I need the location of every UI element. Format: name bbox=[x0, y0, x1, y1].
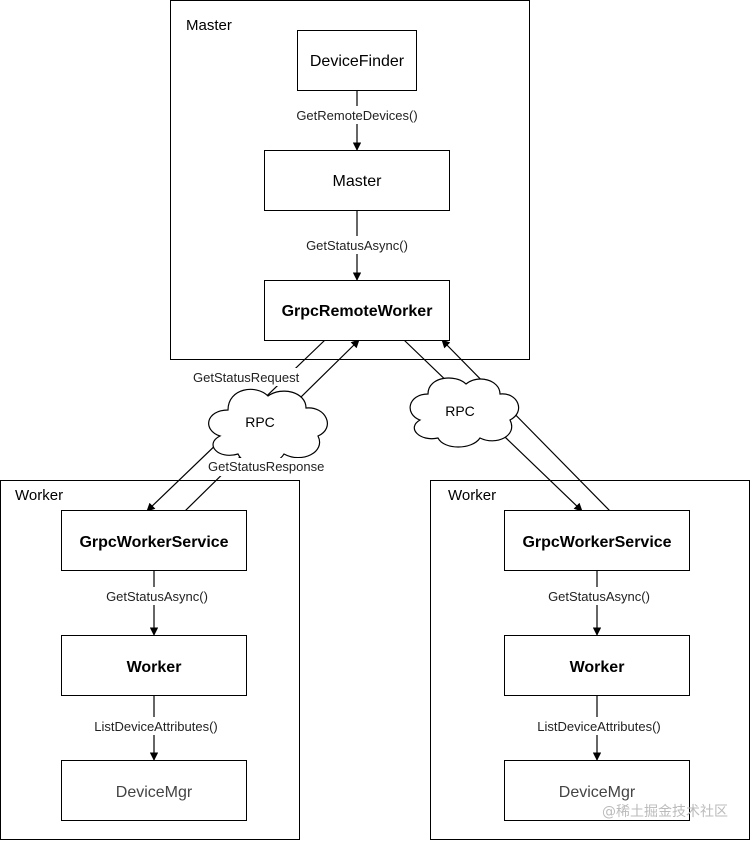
node-grpc-worker-service-right-label: GrpcWorkerService bbox=[522, 534, 671, 551]
edge-label-get-status-request: GetStatusRequest bbox=[193, 370, 300, 385]
node-grpc-worker-service-left: GrpcWorkerService bbox=[61, 510, 247, 571]
node-device-finder: DeviceFinder bbox=[297, 30, 417, 91]
node-device-finder-box bbox=[297, 30, 417, 91]
worker-left-group-title: Worker bbox=[15, 487, 63, 504]
worker-right-group-title: Worker bbox=[448, 487, 496, 504]
node-worker-left-label: Worker bbox=[127, 659, 182, 676]
node-master-box bbox=[264, 150, 450, 211]
node-grpc-worker-service-left-label: GrpcWorkerService bbox=[79, 534, 228, 551]
node-device-finder-label: DeviceFinder bbox=[310, 53, 405, 70]
edge-label-get-status-response: GetStatusResponse bbox=[208, 459, 324, 474]
master-group-title: Master bbox=[186, 17, 232, 34]
node-grpc-worker-service-right-box bbox=[504, 510, 690, 571]
node-master: Master bbox=[264, 150, 450, 211]
rpc-cloud-left-label: RPC bbox=[245, 414, 275, 430]
node-grpc-worker-service-right: GrpcWorkerService bbox=[504, 510, 690, 571]
watermark-text: @稀土掘金技术社区 bbox=[602, 804, 728, 820]
rpc-cloud-left: RPC bbox=[208, 388, 328, 466]
edge-label-get-remote-devices: GetRemoteDevices() bbox=[296, 108, 417, 123]
edge-label-list-device-attributes-right: ListDeviceAttributes() bbox=[537, 719, 661, 734]
node-device-mgr-left-box bbox=[61, 760, 247, 821]
rpc-cloud-right-label: RPC bbox=[445, 403, 475, 419]
node-grpc-remote-worker-box bbox=[264, 280, 450, 341]
node-device-mgr-left: DeviceMgr bbox=[61, 760, 247, 821]
node-device-mgr-right-label: DeviceMgr bbox=[559, 784, 636, 801]
node-grpc-worker-service-left-box bbox=[61, 510, 247, 571]
node-worker-left: Worker bbox=[61, 635, 247, 696]
node-grpc-remote-worker-label: GrpcRemoteWorker bbox=[282, 303, 433, 320]
node-worker-left-box bbox=[61, 635, 247, 696]
node-worker-right: Worker bbox=[504, 635, 690, 696]
node-device-mgr-right: DeviceMgr bbox=[504, 760, 690, 821]
rpc-cloud-right: RPC bbox=[409, 377, 520, 448]
edge-grpc-worker-service-right-to-grpc-remote-worker bbox=[441, 339, 611, 512]
node-worker-right-label: Worker bbox=[570, 659, 625, 676]
node-worker-right-box bbox=[504, 635, 690, 696]
node-device-mgr-left-label: DeviceMgr bbox=[116, 784, 193, 801]
edge-label-get-status-async-master: GetStatusAsync() bbox=[306, 238, 408, 253]
edge-label-list-device-attributes-left: ListDeviceAttributes() bbox=[94, 719, 218, 734]
node-master-label: Master bbox=[333, 173, 383, 190]
node-device-mgr-right-box bbox=[504, 760, 690, 821]
edge-label-get-status-async-left: GetStatusAsync() bbox=[106, 589, 208, 604]
rpc-cloud-left-shape bbox=[208, 388, 328, 466]
node-grpc-remote-worker: GrpcRemoteWorker bbox=[264, 280, 450, 341]
edge-label-get-status-async-right: GetStatusAsync() bbox=[548, 589, 650, 604]
rpc-cloud-right-shape bbox=[409, 377, 520, 448]
